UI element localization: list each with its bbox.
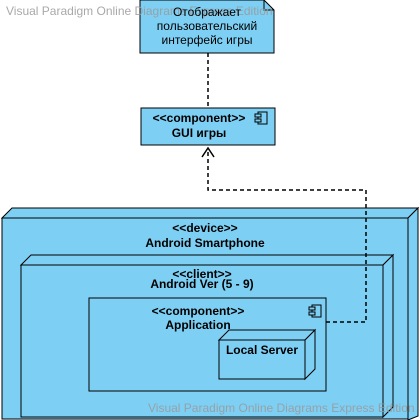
client-node-name: Android Ver (5 - 9)	[150, 277, 254, 291]
device-node-side	[407, 206, 419, 420]
server-node-front	[218, 339, 306, 380]
client-node-stereotype: <<client>>	[172, 267, 232, 281]
gui-component-box	[140, 107, 276, 146]
client-node-top	[19, 254, 395, 266]
client-node-side	[382, 253, 394, 419]
watermark-top: Visual Paradigm Online Diagrams Express …	[6, 4, 273, 18]
device-node-name: Android Smartphone	[145, 236, 265, 250]
watermark-bottom: Visual Paradigm Online Diagrams Express …	[148, 401, 415, 415]
app-component-name: Application	[165, 318, 231, 332]
server-node[interactable]	[217, 328, 317, 381]
note-fold	[263, 0, 274, 11]
component-icon	[308, 304, 322, 318]
device-node-stereotype: <<device>>	[172, 221, 238, 235]
dependency-connector[interactable]	[207, 149, 367, 323]
note-shape	[139, 0, 275, 54]
note-line: Отображает	[172, 5, 242, 19]
note-line: интерфейс игры	[161, 33, 253, 47]
gui-component[interactable]	[140, 107, 276, 146]
dependency-arrowhead	[201, 146, 215, 158]
component-icon	[254, 111, 268, 125]
server-node-name: Local Server	[225, 343, 299, 357]
note[interactable]	[139, 0, 275, 54]
note-line: пользовательский	[156, 19, 258, 33]
gui-component-name: GUI игры	[171, 126, 227, 140]
note-text: Отображает пользовательский интерфейс иг…	[140, 5, 274, 47]
app-component-stereotype: <<component>>	[151, 304, 245, 318]
device-node-top	[0, 207, 420, 219]
gui-component-stereotype: <<component>>	[152, 111, 246, 125]
